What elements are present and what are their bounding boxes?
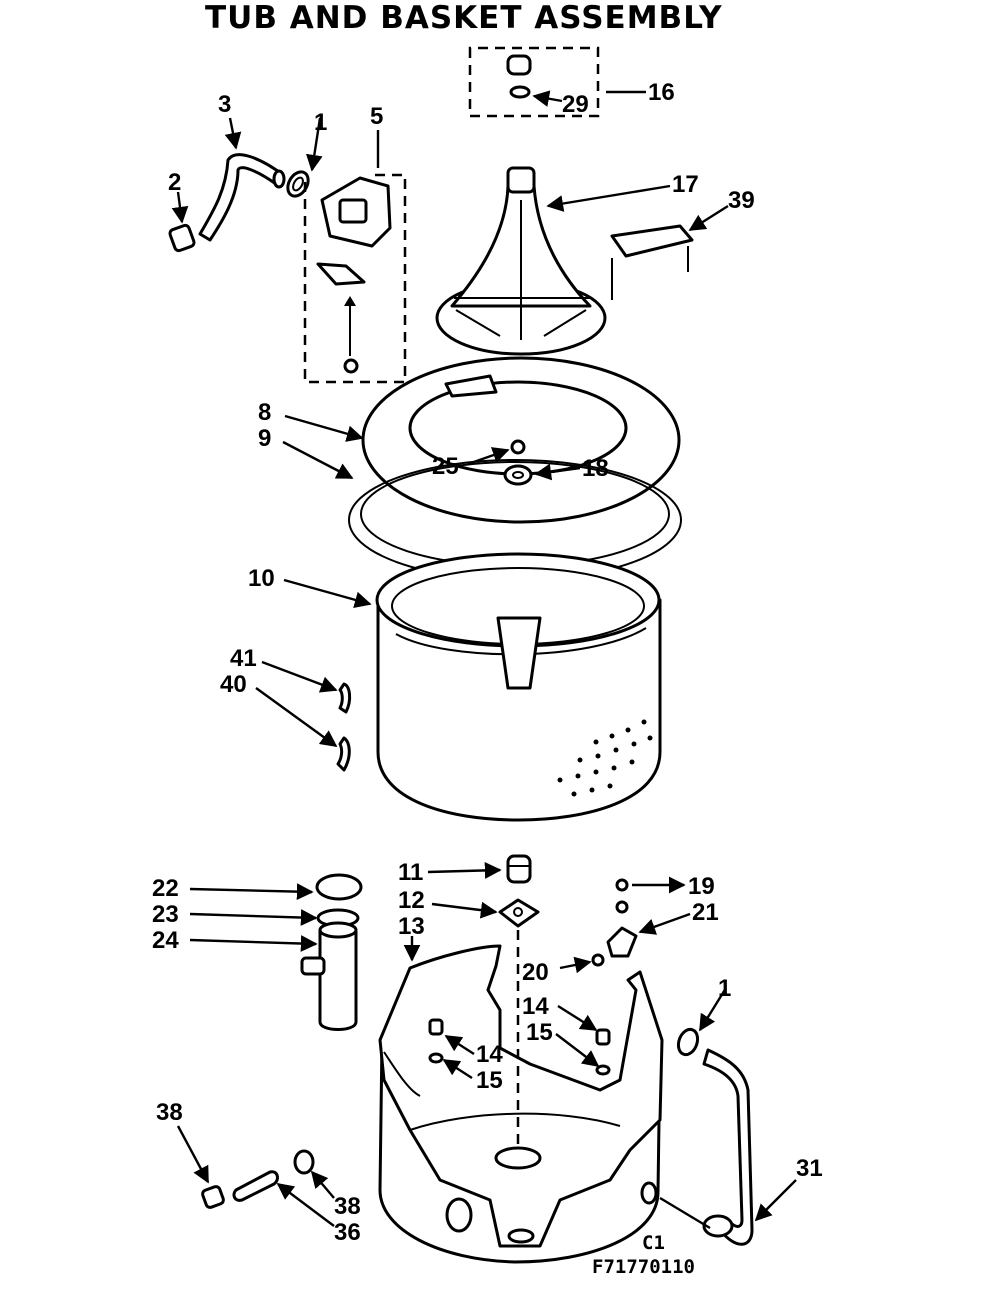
callout-14-right: 14 bbox=[522, 993, 549, 1020]
callout-40: 40 bbox=[220, 671, 247, 698]
hose-part-3 bbox=[198, 153, 286, 242]
basket-perforations bbox=[557, 719, 653, 797]
bracket-kit-part-5 bbox=[303, 173, 407, 384]
callout-39: 39 bbox=[728, 187, 755, 214]
leader-lines bbox=[171, 90, 797, 1230]
drain-hose-part-24 bbox=[300, 873, 363, 1031]
clamp-part-38-left bbox=[201, 1185, 225, 1209]
clip-part-41 bbox=[338, 682, 352, 714]
callout-1-top: 1 bbox=[314, 109, 327, 136]
basket-part-10 bbox=[375, 552, 662, 822]
callout-9: 9 bbox=[258, 425, 271, 452]
callout-38-right: 38 bbox=[334, 1193, 361, 1220]
clamp-part-1-bottom bbox=[676, 1027, 700, 1057]
callout-12: 12 bbox=[398, 887, 425, 914]
clamp-part-1-top bbox=[286, 170, 310, 198]
callout-38-left: 38 bbox=[156, 1099, 183, 1126]
callout-22: 22 bbox=[152, 875, 179, 902]
callout-24: 24 bbox=[152, 927, 179, 954]
callout-31: 31 bbox=[796, 1155, 823, 1182]
callout-18: 18 bbox=[582, 455, 609, 482]
clip-part-40 bbox=[336, 736, 351, 772]
callout-10: 10 bbox=[248, 565, 275, 592]
filter-part-39 bbox=[610, 224, 694, 300]
callout-14-left: 14 bbox=[476, 1041, 503, 1068]
callout-23: 23 bbox=[152, 901, 179, 928]
callout-labels: 3 2 1 5 16 29 17 39 8 9 25 18 10 41 40 2… bbox=[152, 79, 823, 1246]
agitator-part-17 bbox=[435, 166, 607, 356]
callout-15-right: 15 bbox=[526, 1019, 553, 1046]
screws-part-14-15 bbox=[428, 1018, 611, 1076]
diagram-code: C1 bbox=[642, 1232, 665, 1254]
callout-29: 29 bbox=[562, 91, 589, 118]
callout-21: 21 bbox=[692, 899, 719, 926]
callout-20: 20 bbox=[522, 959, 549, 986]
hose-part-36 bbox=[232, 1170, 279, 1202]
clamp-part-38-right bbox=[293, 1149, 315, 1175]
callout-36: 36 bbox=[334, 1219, 361, 1246]
callout-1-bottom: 1 bbox=[718, 975, 731, 1002]
washer-part-25 bbox=[510, 439, 526, 455]
hose-part-31 bbox=[702, 1048, 754, 1246]
callout-19: 19 bbox=[688, 873, 715, 900]
callout-3: 3 bbox=[218, 91, 231, 118]
valve-part-21 bbox=[591, 878, 638, 967]
outer-tub-part-13 bbox=[378, 930, 664, 1264]
callout-13: 13 bbox=[398, 913, 425, 940]
agitator-cap-kit-part-16 bbox=[468, 46, 600, 118]
callout-8: 8 bbox=[258, 399, 271, 426]
callout-15-left: 15 bbox=[476, 1067, 503, 1094]
seal-part-11 bbox=[506, 854, 532, 884]
diagram-title: TUB AND BASKET ASSEMBLY bbox=[205, 0, 723, 36]
nut-part-18 bbox=[503, 464, 533, 486]
callout-5: 5 bbox=[370, 103, 383, 130]
bearing-part-12 bbox=[498, 898, 540, 928]
callout-17: 17 bbox=[672, 171, 699, 198]
callout-16: 16 bbox=[648, 79, 675, 106]
tub-ring-part-8 bbox=[361, 356, 681, 524]
callout-41: 41 bbox=[230, 645, 257, 672]
figure-number: F71770110 bbox=[592, 1256, 695, 1278]
callout-25: 25 bbox=[432, 453, 459, 480]
clamp-part-2 bbox=[168, 223, 196, 253]
callout-2: 2 bbox=[168, 169, 181, 196]
callout-11: 11 bbox=[398, 859, 423, 886]
